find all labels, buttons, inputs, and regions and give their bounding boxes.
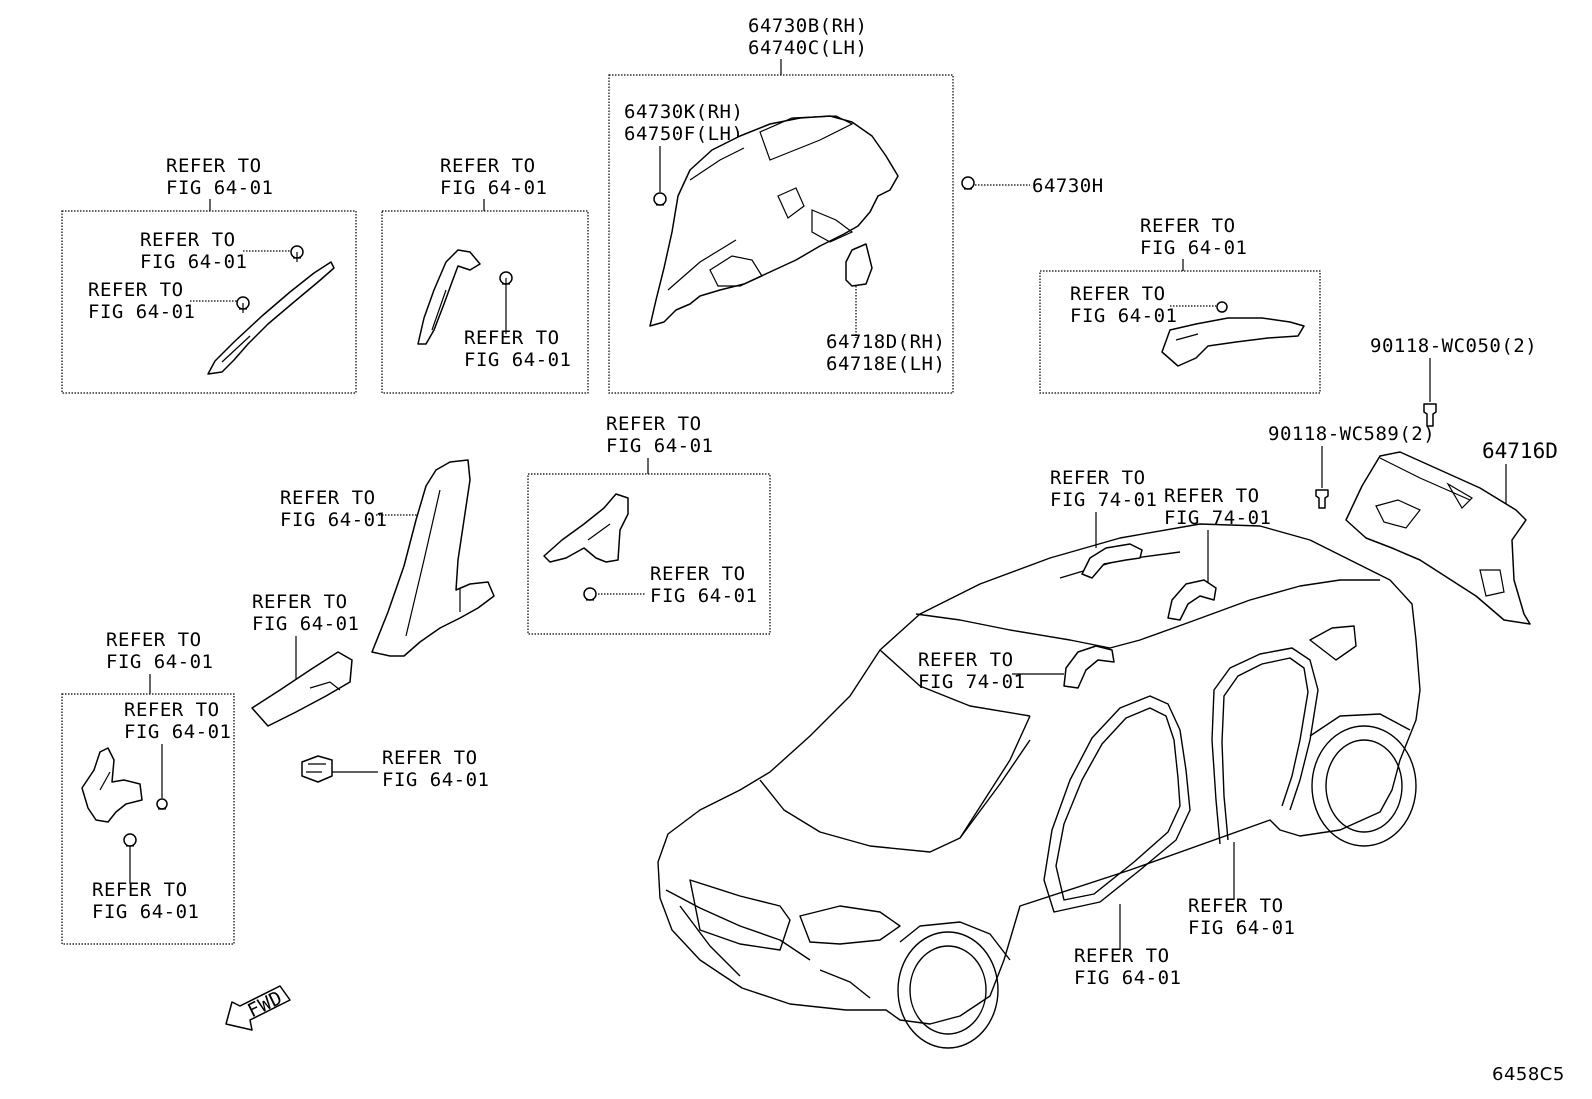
bolt-90118-WC050: 90118-WC050(2) <box>1370 335 1537 427</box>
refer-label-line1: REFER TO <box>106 629 202 651</box>
refer-label-line1: REFER TO <box>1070 283 1166 305</box>
group-box-5: REFER TO FIG 64-01 REFER TO FIG 64-01 <box>527 413 771 635</box>
assist-grip-1: REFER TO FIG 74-01 <box>1050 467 1157 579</box>
refer-label-line1: REFER TO <box>124 699 220 721</box>
group-box-1: REFER TO FIG 64-01 REFER TO FIG 64-01 RE… <box>61 155 357 394</box>
clip-icon <box>499 271 513 290</box>
part-number-label: 90118-WC050(2) <box>1370 335 1537 357</box>
refer-label-line2: FIG 64-01 <box>440 177 547 199</box>
refer-label-line1: REFER TO <box>1164 485 1260 507</box>
group-box-4: REFER TO FIG 64-01 REFER TO FIG 64-01 <box>1039 215 1321 394</box>
refer-label-line2: FIG 64-01 <box>606 435 713 457</box>
refer-label-line1: REFER TO <box>252 591 348 613</box>
deck-trim-part <box>1161 317 1305 367</box>
refer-label-line2: FIG 64-01 <box>1140 237 1247 259</box>
group-box-6: REFER TO FIG 64-01 REFER TO FIG 64-01 RE… <box>61 629 235 945</box>
clip-icon <box>583 587 597 601</box>
refer-label-line1: REFER TO <box>606 413 702 435</box>
refer-label-line2: FIG 74-01 <box>1164 507 1271 529</box>
group-box <box>527 473 771 635</box>
refer-label-line2: FIG 64-01 <box>252 613 359 635</box>
back-door-trim-part <box>1345 451 1531 625</box>
bolt-90118-WC589: 90118-WC589(2) <box>1268 423 1435 509</box>
refer-label-line2: FIG 64-01 <box>280 509 387 531</box>
pillar-lower-trim-part <box>543 493 629 563</box>
refer-label-line1: REFER TO <box>140 229 236 251</box>
small-clip-part: REFER TO FIG 64-01 <box>301 747 489 791</box>
group-box <box>61 693 235 945</box>
kick-panel-part <box>81 747 143 823</box>
clip-icon <box>1216 301 1228 313</box>
clip-64730H: 64730H <box>961 175 1104 197</box>
part-number-label: 64718E(LH) <box>826 353 945 375</box>
group-box <box>61 210 357 394</box>
refer-label-line1: REFER TO <box>88 279 184 301</box>
refer-label-line2: FIG 64-01 <box>92 901 199 923</box>
assist-grip-part <box>1167 579 1217 621</box>
scuff-plate: REFER TO FIG 64-01 <box>251 591 359 727</box>
refer-label-line1: REFER TO <box>1188 895 1284 917</box>
refer-label-line2: FIG 64-01 <box>166 177 273 199</box>
refer-label-line2: FIG 64-01 <box>1188 917 1295 939</box>
assist-grip-3: REFER TO FIG 74-01 <box>918 645 1115 693</box>
refer-label-line1: REFER TO <box>166 155 262 177</box>
clip-icon <box>156 798 168 810</box>
cover-part <box>845 243 873 287</box>
refer-label-line2: FIG 64-01 <box>88 301 195 323</box>
part-number-label: 64730H <box>1032 175 1104 197</box>
door-weatherstrip-front: REFER TO FIG 64-01 <box>1043 695 1191 989</box>
clip-icon <box>290 245 304 262</box>
assist-grip-2: REFER TO FIG 74-01 <box>1164 485 1271 621</box>
clip-icon <box>123 833 137 847</box>
refer-label-line2: FIG 64-01 <box>1074 967 1181 989</box>
door-weatherstrip-rear: REFER TO FIG 64-01 <box>1188 647 1319 939</box>
refer-label-line1: REFER TO <box>280 487 376 509</box>
refer-label-line1: REFER TO <box>440 155 536 177</box>
refer-label-line1: REFER TO <box>918 649 1014 671</box>
part-number-label: 64740C(LH) <box>748 37 867 59</box>
center-pillar-trim-part <box>371 459 495 657</box>
fwd-arrow-icon: FWD <box>225 985 291 1031</box>
figure-code: 6458C5 <box>1492 1064 1565 1085</box>
refer-label-line1: REFER TO <box>1074 945 1170 967</box>
refer-label-line2: FIG 74-01 <box>918 671 1025 693</box>
scuff-plate-part <box>251 651 353 727</box>
quarter-trim-panel-part <box>649 115 899 327</box>
part-number-label: 64730K(RH) <box>624 101 743 123</box>
part-number-label: 64750F(LH) <box>624 123 743 145</box>
group-box-3: 64730B(RH) 64740C(LH) 64730K(RH) 64750F(… <box>608 15 954 394</box>
group-box <box>608 74 954 394</box>
group-box-2: REFER TO FIG 64-01 REFER TO FIG 64-01 <box>381 155 589 394</box>
part-number-label: 64730B(RH) <box>748 15 867 37</box>
refer-label-line2: FIG 64-01 <box>382 769 489 791</box>
clip-icon <box>653 192 667 206</box>
part-number-label: 90118-WC589(2) <box>1268 423 1435 445</box>
refer-label-line2: FIG 64-01 <box>124 721 231 743</box>
refer-label-line1: REFER TO <box>1050 467 1146 489</box>
refer-label-line1: REFER TO <box>464 327 560 349</box>
clip-icon <box>236 296 250 313</box>
refer-label-line2: FIG 64-01 <box>106 651 213 673</box>
pillar-garnish-part <box>417 249 481 345</box>
refer-label-line1: REFER TO <box>382 747 478 769</box>
refer-label-line1: REFER TO <box>92 879 188 901</box>
refer-label-line2: FIG 64-01 <box>1070 305 1177 327</box>
assist-grip-part <box>1081 543 1143 579</box>
part-number-label: 64718D(RH) <box>826 331 945 353</box>
part-number-label: 64716D <box>1482 439 1558 463</box>
back-panel-64716D: 64716D <box>1345 439 1558 625</box>
assist-grip-part <box>1063 645 1115 689</box>
refer-label-line2: FIG 64-01 <box>650 585 757 607</box>
refer-label-line2: FIG 64-01 <box>140 251 247 273</box>
refer-label-line2: FIG 74-01 <box>1050 489 1157 511</box>
b-pillar-trim: REFER TO FIG 64-01 <box>280 459 495 657</box>
refer-label-line2: FIG 64-01 <box>464 349 571 371</box>
group-box <box>381 210 589 394</box>
refer-label-line1: REFER TO <box>650 563 746 585</box>
vehicle-outline <box>657 523 1421 1049</box>
refer-label-line1: REFER TO <box>1140 215 1236 237</box>
